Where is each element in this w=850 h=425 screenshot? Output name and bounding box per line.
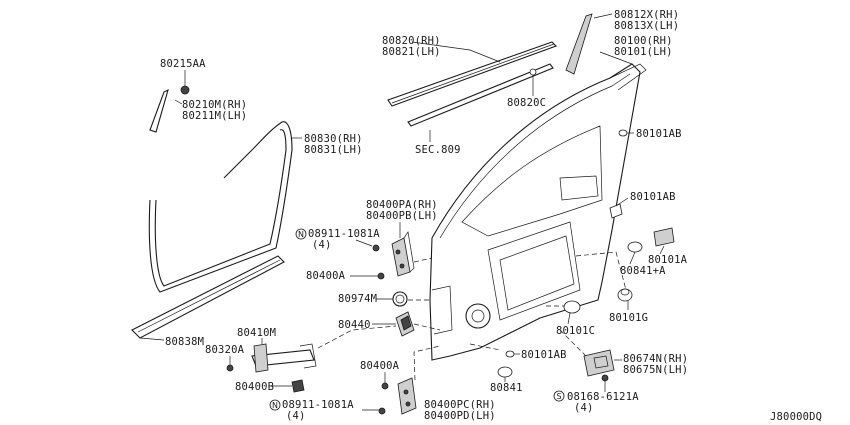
label-bolt-top-qty: (4): [312, 239, 332, 251]
label-80400a-bottom: 80400A: [360, 360, 400, 372]
label-bolt-top: 08911-1081A: [308, 228, 380, 240]
label-80400a-top: 80400A: [306, 270, 346, 282]
label-80813x: 80813X(LH): [614, 20, 679, 32]
label-80410m: 80410M: [237, 327, 276, 339]
label-80841a: 80841+A: [620, 265, 666, 277]
label-80101ab-2: 80101AB: [630, 191, 676, 203]
label-80841: 80841: [490, 382, 523, 394]
screw-08168: [601, 374, 609, 392]
grommet-80101ab-mid: [609, 197, 629, 219]
label-80820: 80820(RH): [382, 35, 441, 47]
label-80100: 80100(RH): [614, 35, 673, 47]
bolt-bottom: [362, 407, 386, 415]
label-80400pd: 80400PD(LH): [424, 410, 496, 422]
leader-80812x: [593, 13, 613, 19]
kicking-plate-80838m: [131, 255, 285, 341]
door-weatherstrip-80830: [148, 121, 293, 293]
label-80101: 80101(LH): [614, 46, 673, 58]
label-80400pc: 80400PC(RH): [424, 399, 496, 411]
svg-text:S: S: [556, 392, 561, 401]
ring-80974m: [376, 291, 408, 307]
bolt-80400b: [272, 379, 305, 393]
plug-80101c: [563, 300, 581, 325]
label-80101a: 80101A: [648, 254, 688, 266]
leader-80820: [411, 41, 501, 63]
label-80400pa: 80400PA(RH): [366, 199, 438, 211]
label-80821: 80821(LH): [382, 46, 441, 58]
dash-upper-hinge: [413, 257, 433, 263]
dash-door-check: [317, 325, 397, 349]
sash-trim: [565, 13, 593, 75]
door-shell: [429, 63, 647, 361]
label-80820c: 80820C: [507, 97, 546, 109]
upper-hinge: [391, 222, 415, 277]
clip-80820c: [529, 68, 537, 96]
dash-80101ab-low: [469, 343, 501, 351]
screw-symbol: S: [553, 390, 565, 402]
label-80210m: 80210M(RH): [182, 99, 247, 111]
dash-right-plugs: [575, 251, 627, 291]
nut-symbol-bottom: N: [269, 399, 281, 411]
lower-hinge: [397, 377, 417, 415]
label-screw-qty: (4): [574, 402, 594, 414]
partition-strip-80210m: [149, 70, 190, 133]
dash-80440: [413, 323, 441, 331]
label-80674n: 80674N(RH): [623, 353, 688, 365]
grommet-80101g: [617, 288, 633, 310]
door-check-80410m: [251, 338, 317, 373]
leader-80100: [599, 51, 633, 65]
label-80830: 80830(RH): [304, 133, 363, 145]
label-80101c: 80101C: [556, 325, 595, 337]
label-80215aa: 80215AA: [160, 58, 206, 70]
dash-lower-hinge: [413, 345, 441, 381]
label-screw: 08168-6121A: [567, 391, 639, 403]
outer-weatherstrip: [387, 41, 557, 127]
label-bolt-bottom-qty: (4): [286, 410, 306, 422]
pin-80400a-top: [350, 272, 385, 280]
diagram-id: J80000DQ: [770, 411, 822, 423]
label-80812x: 80812X(RH): [614, 9, 679, 21]
nut-symbol-top: N: [295, 228, 307, 240]
label-bolt-bottom: 08911-1081A: [282, 399, 354, 411]
plug-80841a: [627, 241, 643, 265]
label-80101g: 80101G: [609, 312, 648, 324]
bracket-80674n: [583, 349, 622, 377]
label-80831: 80831(LH): [304, 144, 363, 156]
label-80101ab-1: 80101AB: [636, 128, 682, 140]
bolt-80320a: [226, 356, 234, 372]
label-80320a: 80320A: [205, 344, 245, 356]
pin-80400a-bottom: [381, 372, 389, 390]
svg-text:N: N: [272, 401, 278, 410]
plug-80841: [497, 366, 513, 382]
grommet-80101ab-low: [505, 350, 520, 358]
svg-text:N: N: [298, 230, 304, 239]
label-80838m: 80838M: [165, 336, 204, 348]
label-80400pb: 80400PB(LH): [366, 210, 438, 222]
label-80101ab-3: 80101AB: [521, 349, 567, 361]
label-80211m: 80211M(LH): [182, 110, 247, 122]
label-80974m: 80974M: [338, 293, 377, 305]
label-80440: 80440: [338, 319, 371, 331]
bolt-top: [355, 239, 380, 252]
label-sec809: SEC.809: [415, 144, 461, 156]
label-80400b: 80400B: [235, 381, 274, 393]
grommet-80101ab-top: [618, 129, 634, 137]
dash-bracket: [559, 329, 587, 357]
striker-80440: [372, 311, 415, 337]
label-80675n: 80675N(LH): [623, 364, 688, 376]
plug-80101a: [653, 227, 675, 255]
